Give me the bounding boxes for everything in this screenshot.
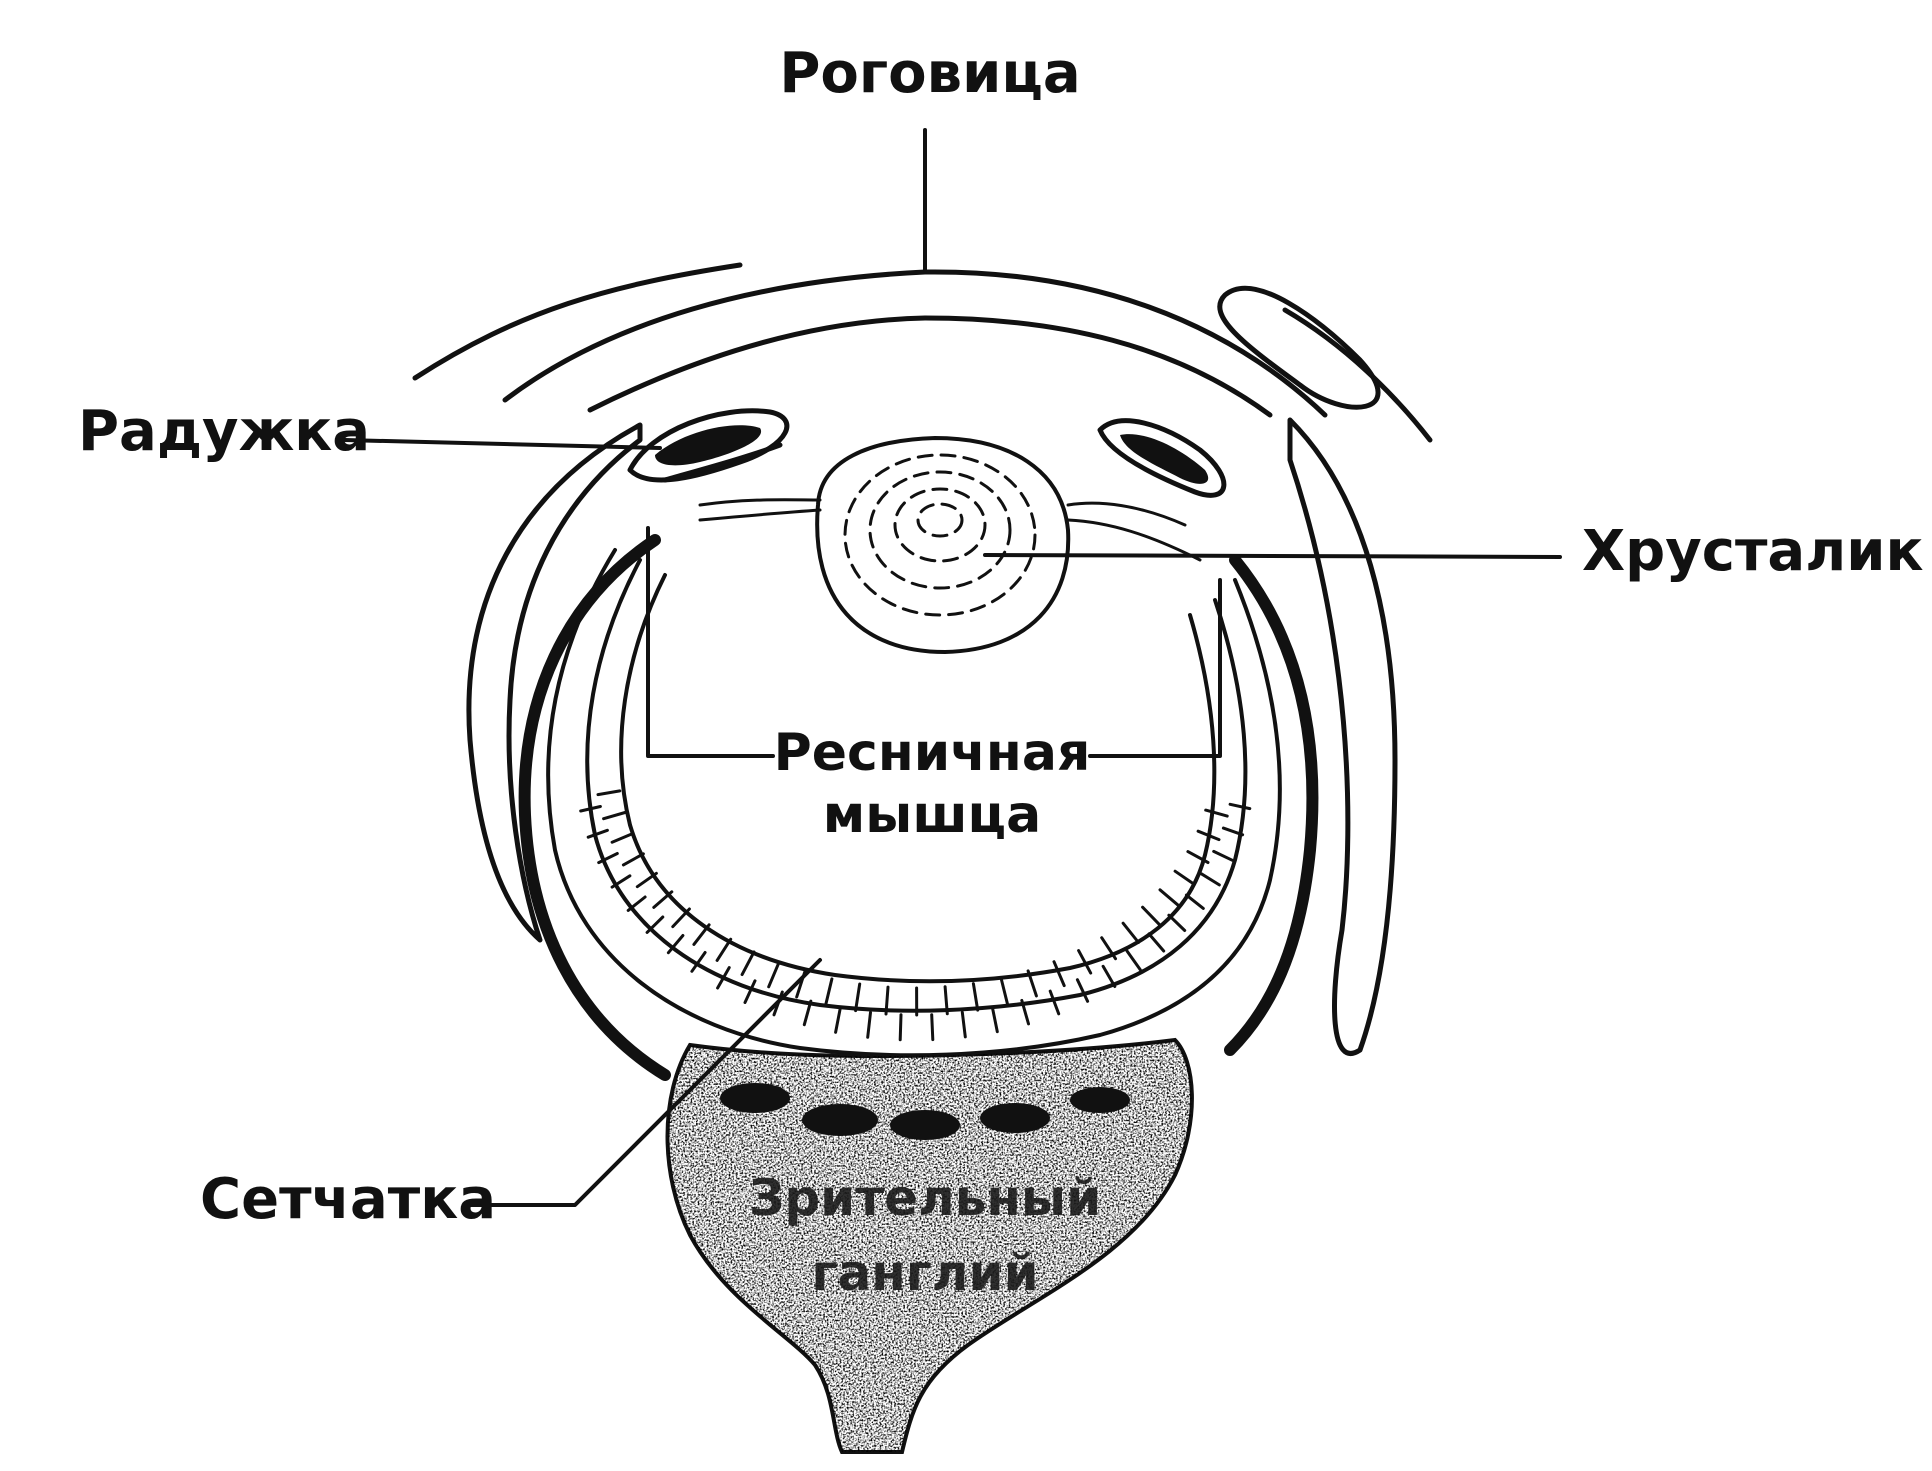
sclera-outline [412, 262, 1433, 443]
retina-cell-wall [1052, 960, 1066, 988]
retina-cell-wall [652, 890, 674, 909]
retina-cell-wall [1158, 888, 1180, 907]
retina-cell-wall [1048, 989, 1061, 1016]
leader-lines [343, 128, 1562, 1207]
iris-left [627, 408, 790, 483]
iris-right [1097, 418, 1227, 498]
retina-cell-wall [626, 895, 647, 912]
optic-ganglion: Зрительный ганглий [665, 1037, 1194, 1454]
retina-cell-wall [990, 1005, 999, 1034]
retina-cell-wall [1125, 949, 1142, 972]
retina-cell-wall [960, 1010, 967, 1039]
retina-cell-wall [690, 951, 707, 973]
retina-cell-wall [999, 976, 1009, 1006]
retina-cell-wall [884, 985, 890, 1016]
retina-cell-wall [1221, 826, 1245, 837]
right-outer-wall [1287, 417, 1398, 1056]
leader-ciliary-left [646, 526, 775, 758]
retina-cell-wall [715, 937, 733, 962]
leader-ciliary-right [1088, 578, 1222, 758]
retina-cell-wall [1101, 964, 1117, 988]
retina-cell-wall [971, 982, 980, 1012]
retina-cell-wall [854, 982, 862, 1013]
retina-cell-wall [1121, 921, 1140, 944]
retina-cell-wall [1199, 872, 1221, 887]
retina-cell-wall [1147, 932, 1166, 953]
retina-cell-wall [1228, 802, 1252, 811]
retina-cell-wall [898, 1013, 903, 1042]
retina-cell-wall [666, 934, 685, 955]
leader-retina [468, 958, 822, 1207]
retina-cell-wall [610, 874, 632, 889]
retina-cell-wall [1196, 829, 1221, 842]
retina-cell-wall [586, 828, 609, 839]
leader-iris [343, 438, 662, 450]
retina-cell-wall [743, 979, 757, 1004]
retina-cell-wall [1186, 850, 1210, 864]
label-ciliary-line2: мышца [823, 785, 1041, 845]
inner-cornea-arc [587, 315, 1273, 418]
retina-cell-wall [1212, 849, 1234, 862]
retina-layers [518, 534, 1319, 1081]
label-cornea: Роговица [779, 41, 1080, 106]
right-eyelid-loop [1217, 285, 1381, 410]
label-iris: Радужка [78, 399, 370, 464]
retina-cell-wall [1077, 949, 1093, 975]
retina-cell-wall [1141, 905, 1161, 927]
retina-cell-wall [716, 966, 731, 990]
labels: Роговица Радужка Хрусталик Ресничная мыш… [78, 41, 1923, 1232]
retina-cell-wall [767, 961, 781, 989]
retina-cell-wall [1173, 869, 1196, 886]
retina-cell-wall [1020, 998, 1030, 1026]
retina-cell-wall [1167, 913, 1187, 932]
retina-cell-wall [1026, 969, 1038, 998]
retina-cell-wall [621, 852, 645, 867]
retina-cell-wall [1184, 893, 1205, 910]
retina-cell-wall [692, 923, 711, 946]
retina-cell-wall [802, 999, 813, 1027]
retina-cell-wall [824, 977, 834, 1007]
retina-cell-wall [635, 871, 658, 889]
retina-cell-wall [1204, 808, 1229, 818]
retina-cell-wall [645, 915, 665, 934]
label-lens: Хрусталик [1582, 519, 1923, 584]
retina-cell-wall [602, 811, 627, 821]
ganglion-label-line2: ганглий [811, 1244, 1038, 1302]
retina-cell-wall [596, 789, 622, 797]
retina-cell-wall [579, 805, 602, 813]
lens [698, 436, 1202, 654]
retina-cell-wall [610, 832, 635, 844]
retina-cell-wall [834, 1006, 842, 1034]
ganglion-label-line1: Зрительный [749, 1169, 1101, 1227]
retina-cell-wall [1075, 978, 1090, 1003]
retina-cell-wall [671, 907, 691, 929]
label-retina: Сетчатка [200, 1167, 496, 1232]
left-outer-wall [466, 422, 643, 943]
retina-cell-wall [930, 1013, 935, 1042]
leader-lens [983, 553, 1562, 559]
retina-cell-wall [740, 950, 756, 977]
retina-cell-wall [943, 985, 949, 1016]
label-ciliary-line1: Ресничная [774, 723, 1091, 783]
retina-cell-wall [1100, 936, 1117, 961]
retina-cell-wall [866, 1011, 872, 1039]
retina-cell-wall [597, 852, 619, 865]
